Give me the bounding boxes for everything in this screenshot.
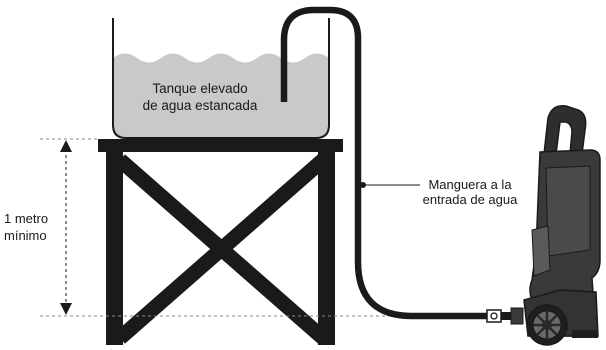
- hose-label-line2: entrada de agua: [423, 192, 518, 207]
- tank-label-line2: de agua estancada: [143, 98, 258, 113]
- washer-side-detail: [531, 225, 551, 277]
- elevated-water-tank: [112, 18, 330, 139]
- stand-right-leg: [318, 152, 335, 345]
- pressure-washer: [523, 105, 601, 346]
- stand-brace-b: [115, 154, 328, 344]
- height-arrow-head-down: [60, 303, 72, 315]
- height-label-line1: 1 metro: [4, 211, 48, 226]
- tank-label-line1: Tanque elevado: [152, 81, 247, 96]
- hose-coupling: [486, 307, 524, 325]
- washer-handle: [543, 105, 587, 155]
- height-dimension: [40, 138, 520, 317]
- washer-front-panel: [545, 165, 591, 257]
- stand-left-leg: [106, 152, 123, 345]
- height-label-line2: mínimo: [4, 228, 47, 243]
- tank-stand: [98, 139, 343, 345]
- hose-label-line1: Manguera a la: [428, 177, 512, 192]
- washer-foot: [572, 330, 598, 338]
- tank-outline: [112, 18, 330, 139]
- stagnant-water: [113, 53, 329, 138]
- water-hose: [280, 6, 524, 325]
- washer-wheel: [526, 304, 568, 346]
- height-arrow-head-up: [60, 140, 72, 152]
- hose: [280, 6, 488, 320]
- stand-top-beam: [98, 139, 343, 152]
